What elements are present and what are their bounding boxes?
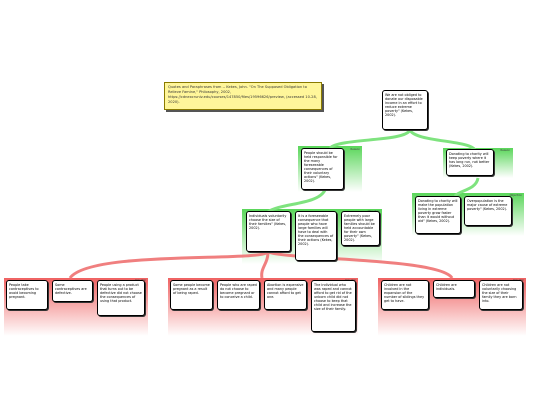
rebuttal-node-not-choose[interactable]: People who are raped do not choose to be… (217, 280, 260, 310)
main-claim-node[interactable]: We are not obliged to donate our disposa… (382, 90, 428, 130)
connector-claim-support-left (328, 128, 412, 150)
rebuttal-node-abortion-cost[interactable]: Abortion is expensive and many people ca… (264, 280, 307, 310)
objection-label-right: Objection (509, 194, 522, 197)
rebuttal-node-contraceptives[interactable]: People take contraceptives to avoid beco… (6, 280, 48, 310)
support-label-right: Reason (500, 149, 510, 152)
rebuttal-node-children-individuals[interactable]: Children are individuals. (433, 280, 475, 298)
connector-support-objection-left (267, 189, 327, 214)
connector-claim-support-right (408, 128, 477, 152)
rebuttal-node-children-not-involved[interactable]: Children are not involved in the expansi… (381, 280, 429, 310)
rebuttal-node-rape[interactable]: Some people become pregnant as a result … (170, 280, 213, 310)
connector-support-objection-right (453, 177, 480, 198)
support-node-responsibility[interactable]: People should be held responsible for th… (301, 148, 344, 190)
source-note: Quotes and Paraphrases from -- Kekes, Jo… (164, 82, 322, 110)
objection-node-population-growth[interactable]: Donating to charity will make the popula… (415, 196, 461, 234)
rebuttal-node-children-not-voluntary[interactable]: Children are not voluntarily choosing th… (479, 280, 523, 310)
support-node-charity[interactable]: Donating to charity will keep poverty wh… (446, 149, 494, 176)
objection-node-accountable[interactable]: Extremely poor people with large familie… (341, 211, 380, 246)
rebuttal-node-defective-product[interactable]: People using a product that turns out to… (97, 280, 145, 316)
objection-node-family-size[interactable]: Individuals voluntarily choose the size … (246, 211, 291, 252)
support-label-left: Reason (350, 148, 360, 151)
connector-rebuttal-group-1 (68, 250, 270, 280)
rebuttal-node-defective[interactable]: Some contraceptives are defective. (52, 280, 93, 302)
rebuttal-node-cannot-afford[interactable]: The individual who was raped and cannot … (311, 280, 356, 332)
objection-node-foreseeable[interactable]: It is a foreseeable consequence that peo… (295, 211, 337, 261)
connector-rebuttal-group-3 (267, 250, 454, 280)
objection-node-overpopulation[interactable]: Overpopulation is the major cause of ext… (464, 196, 512, 226)
connector-rebuttal-group-2 (260, 251, 270, 279)
